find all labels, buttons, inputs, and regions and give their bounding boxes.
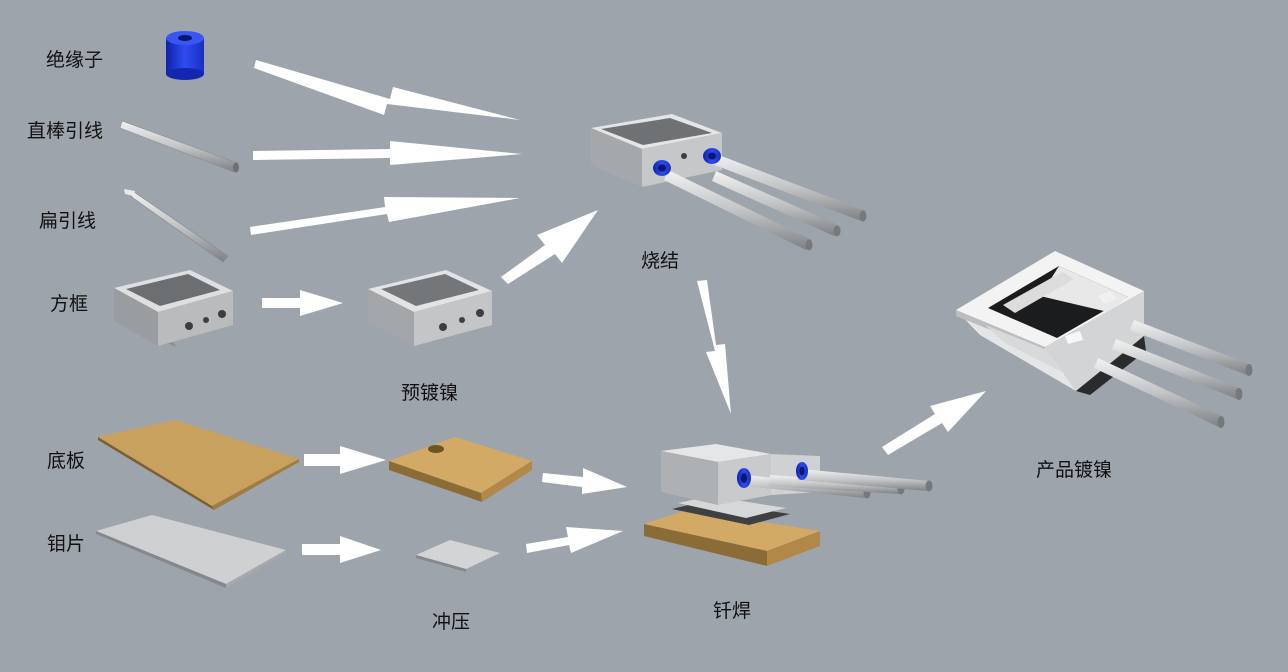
arrow-base-to-stamped: [304, 446, 386, 474]
moly-sheet-part: [96, 515, 286, 588]
label-flat-lead: 扁引线: [39, 210, 97, 232]
straight-lead-part: [119, 120, 239, 173]
label-base-plate: 底板: [47, 450, 86, 472]
label-pre-nickel: 预镀镍: [401, 382, 459, 404]
arrow-frame-to-prenickel: [262, 290, 343, 316]
arrow-moly-to-stamped: [302, 536, 381, 563]
arrow-straight-lead-to-sinter: [253, 141, 522, 165]
stamped-moly-part: [416, 540, 500, 572]
label-square-frame: 方框: [50, 293, 89, 315]
arrow-prenickel-to-sinter: [501, 210, 598, 284]
final-product-part: [956, 251, 1253, 428]
label-stamp: 冲压: [432, 611, 471, 633]
label-product-nickel: 产品镀镍: [1036, 459, 1113, 481]
label-braze: 钎焊: [713, 600, 752, 622]
brazed-assembly-part: [644, 444, 933, 566]
label-straight-lead: 直棒引线: [27, 120, 104, 142]
label-insulator: 绝缘子: [46, 49, 104, 71]
flat-lead-part: [124, 189, 229, 263]
square-frame-part: [114, 270, 233, 347]
arrow-sinter-to-braze: [697, 280, 731, 414]
insulator-part: [166, 31, 204, 80]
arrow-stamped-base-to-braze: [542, 468, 627, 494]
sintered-assembly-part: [591, 114, 867, 251]
base-plate-part: [98, 420, 299, 510]
pre-nickel-frame-part: [368, 270, 492, 346]
arrow-stamped-moly-to-braze: [526, 527, 623, 553]
process-arrows: [250, 60, 986, 563]
arrow-braze-to-product: [882, 391, 986, 455]
label-moly-sheet: 钼片: [47, 533, 86, 555]
label-sinter: 烧结: [641, 250, 680, 272]
arrow-flat-lead-to-sinter: [250, 197, 520, 235]
stamped-base-part: [389, 437, 532, 502]
arrow-insulator-to-sinter: [254, 60, 520, 120]
